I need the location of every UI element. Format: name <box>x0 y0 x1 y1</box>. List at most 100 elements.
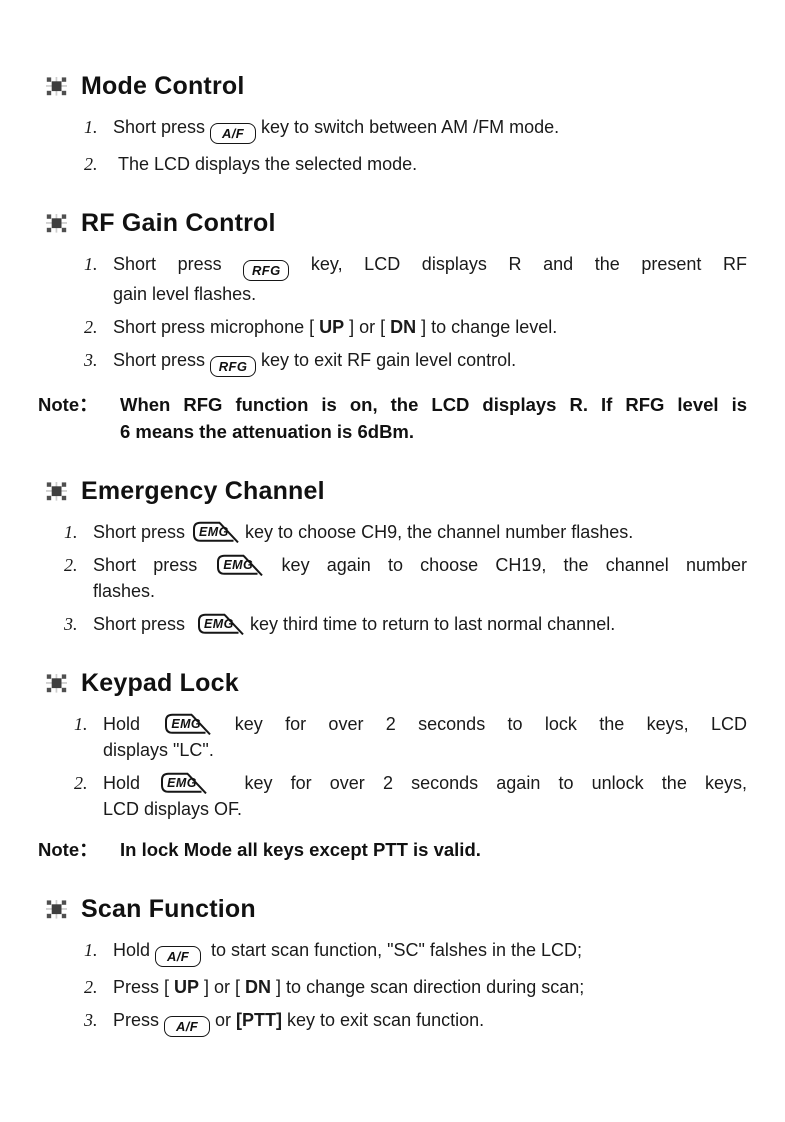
text-segment: Short press <box>93 614 196 634</box>
text-segment: to start scan function, "SC" falshes in … <box>201 940 582 960</box>
list-item-number: 3. <box>64 614 78 634</box>
text-segment: key for over 2 seconds again to unlock t… <box>208 773 747 793</box>
list-item: 2. Short press microphone [ UP ] or [ DN … <box>84 314 747 340</box>
text-segment: Short press microphone [ <box>113 317 320 337</box>
list-item-text: Press A/F or [PTT] key to exit scan func… <box>113 1007 747 1037</box>
list-item: 1. Hold A/F to start scan function, "SC" … <box>84 937 747 967</box>
af-key: A/F <box>155 946 202 967</box>
text-line: Press A/F or [PTT] key to exit scan func… <box>113 1007 747 1037</box>
text-segment: Hold <box>113 940 156 960</box>
list-item-number: 1. <box>84 254 98 274</box>
section-marker-icon <box>46 900 67 919</box>
bold-text: [PTT] <box>236 1010 283 1030</box>
text-segment: Short press <box>93 522 191 542</box>
note: Note：In lock Mode all keys except PTT is… <box>0 836 785 863</box>
text-segment: LCD displays OF. <box>103 799 243 819</box>
text-segment: Short press <box>93 555 215 575</box>
key-label: A/F <box>166 949 190 964</box>
text-segment: Hold <box>103 773 159 793</box>
text-line: displays "LC". <box>103 737 747 763</box>
list-item-text: Short press RFG key, LCD displays R and … <box>113 251 747 307</box>
document-content: Mode Control 1. Short press A/F key to swi… <box>0 72 785 1037</box>
section-title: RF Gain Control <box>81 209 276 237</box>
list-item-number: 3. <box>84 1010 98 1030</box>
bold-text: DN <box>245 977 272 997</box>
list-item-text: Short press EMG key again to choose CH19… <box>93 552 747 604</box>
af-key: A/F <box>164 1016 211 1037</box>
text-segment: displays "LC". <box>103 740 214 760</box>
list-item: 3. Press A/F or [PTT] key to exit scan fu… <box>84 1007 747 1037</box>
note-line: When RFG function is on, the LCD display… <box>120 394 747 415</box>
list-item: 1. Short press RFG key, LCD displays R an… <box>84 251 747 307</box>
section-rf-gain-control: RF Gain Control 1. Short press RFG key, LC… <box>0 209 785 445</box>
text-line: LCD displays OF. <box>103 796 747 822</box>
key-label: RFG <box>218 359 248 374</box>
list-item-text: Press [ UP ] or [ DN ] to change scan di… <box>113 974 747 1000</box>
bold-text: UP <box>319 317 345 337</box>
text-segment: or <box>210 1010 237 1030</box>
section-mode-control: Mode Control 1. Short press A/F key to swi… <box>0 72 785 177</box>
list-item-text: Short press RFG key to exit RF gain leve… <box>113 347 747 377</box>
text-segment: Press [ <box>113 977 175 997</box>
key-label: EMG <box>204 616 234 631</box>
list-item: 1. Short press A/F key to switch between … <box>84 114 747 144</box>
list-item-number: 1. <box>84 117 98 137</box>
rfg-key: RFG <box>210 356 257 377</box>
rfg-key: RFG <box>243 260 290 281</box>
text-segment: flashes. <box>93 581 156 601</box>
text-segment: Short press <box>113 350 211 370</box>
text-segment: ] or [ <box>344 317 391 337</box>
list-item-number: 1. <box>74 714 88 734</box>
text-segment: key for over 2 seconds to lock the keys,… <box>212 714 747 734</box>
text-segment: key to switch between AM /FM mode. <box>256 117 560 137</box>
list-item: 2. Hold EMG key for over 2 seconds again … <box>74 770 747 822</box>
list-item: 1.Hold EMG key for over 2 seconds to loc… <box>74 711 747 763</box>
text-line: Hold A/F to start scan function, "SC" fa… <box>113 937 747 967</box>
key-label: RFG <box>251 263 281 278</box>
emg-key: EMG <box>214 554 264 576</box>
text-segment: Short press <box>113 254 244 274</box>
text-line: flashes. <box>93 578 747 604</box>
key-label: EMG <box>199 524 229 539</box>
list-item-number: 3. <box>84 350 98 370</box>
af-key: A/F <box>210 123 257 144</box>
text-segment: key to exit RF gain level control. <box>256 350 517 370</box>
emg-key: EMG <box>190 521 240 543</box>
list-item: 2. The LCD displays the selected mode. <box>84 151 747 177</box>
list-item-number: 2. <box>84 317 98 337</box>
text-segment: ] to change level. <box>416 317 558 337</box>
text-line: gain level flashes. <box>113 281 747 307</box>
text-segment: key, LCD displays R and the present RF <box>289 254 748 274</box>
section-heading: Emergency Channel <box>46 477 785 506</box>
text-segment: The LCD displays the selected mode. <box>113 154 418 174</box>
section-heading: RF Gain Control <box>46 209 785 238</box>
bold-text: DN <box>390 317 417 337</box>
text-segment: Short press <box>113 117 211 137</box>
text-line: Short press microphone [ UP ] or [ DN ] … <box>113 314 747 340</box>
section-title: Mode Control <box>81 72 245 100</box>
list-item-text: Short press microphone [ UP ] or [ DN ] … <box>113 314 747 340</box>
list-item-text: Short press EMG key to choose CH9, the c… <box>93 519 747 545</box>
note-label: Note： <box>38 394 98 415</box>
list-item-text: Hold EMG key for over 2 seconds again to… <box>103 770 747 822</box>
section-emergency-channel: Emergency Channel 1.Short press EMG key t… <box>0 477 785 637</box>
text-line: Short press RFG key, LCD displays R and … <box>113 251 747 281</box>
list-item-number: 1. <box>84 940 98 960</box>
list-item-text: The LCD displays the selected mode. <box>113 151 747 177</box>
text-segment: key to choose CH9, the channel number fl… <box>240 522 634 542</box>
list-item: 2.Press [ UP ] or [ DN ] to change scan … <box>84 974 747 1000</box>
list-item: 1.Short press EMG key to choose CH9, the… <box>64 519 747 545</box>
section-heading: Mode Control <box>46 72 785 101</box>
note-line: In lock Mode all keys except PTT is vali… <box>120 839 481 860</box>
text-segment: Press <box>113 1010 165 1030</box>
note: Note： When RFG function is on, the LCD di… <box>0 391 785 445</box>
text-segment: key third time to return to last normal … <box>245 614 616 634</box>
emg-key: EMG <box>158 772 208 794</box>
list-item-text: Short press EMG key third time to return… <box>93 611 747 637</box>
key-label: A/F <box>175 1019 199 1034</box>
note-text: When RFG function is on, the LCD display… <box>120 391 747 445</box>
list-item-number: 2. <box>74 773 88 793</box>
